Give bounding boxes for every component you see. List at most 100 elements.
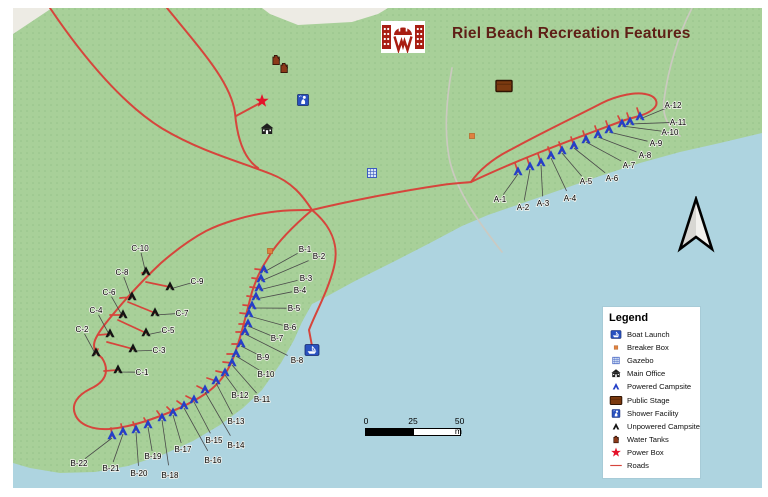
campsite-label: B-15 bbox=[206, 436, 223, 445]
scale-bar: 0 25 50 m bbox=[363, 416, 465, 436]
main-office-icon bbox=[611, 369, 621, 378]
legend-item-label: Boat Launch bbox=[627, 330, 670, 340]
campsite-label: B-7 bbox=[271, 334, 284, 343]
powered-campsite-marker bbox=[251, 291, 261, 301]
powered-campsite-marker bbox=[625, 116, 635, 126]
campsite-label: C-10 bbox=[131, 244, 149, 253]
campsite-label: B-4 bbox=[294, 286, 307, 295]
scale-bar-segment-filled bbox=[366, 429, 413, 435]
campsite-label: B-18 bbox=[162, 471, 179, 480]
campsite-label: C-9 bbox=[191, 277, 204, 286]
legend-item-breaker-box: Breaker Box bbox=[609, 341, 694, 354]
powered-campsite-marker bbox=[513, 166, 523, 176]
powered-campsite-marker bbox=[231, 348, 241, 358]
map-title: Riel Beach Recreation Features bbox=[452, 25, 691, 42]
breaker-box-icon bbox=[613, 345, 619, 350]
trail-path-north bbox=[662, 8, 693, 137]
facility-icons bbox=[255, 55, 513, 356]
scale-tick-50m: 50 m bbox=[454, 416, 465, 436]
legend-item-gazebo: Gazebo bbox=[609, 354, 694, 367]
water-tanks-icon bbox=[280, 63, 288, 73]
water-tanks-icon bbox=[272, 55, 280, 65]
campsite-label: B-9 bbox=[257, 353, 270, 362]
powered-campsite-marker bbox=[143, 419, 153, 429]
breaker-box-icon bbox=[267, 248, 273, 254]
clearing-area-corner bbox=[13, 8, 52, 34]
unpowered-campsite-marker bbox=[128, 343, 138, 353]
campsite-label: B-20 bbox=[131, 469, 148, 478]
campsite-label: B-11 bbox=[254, 395, 271, 404]
campsite-label: C-2 bbox=[76, 325, 89, 334]
scale-tick-25: 25 bbox=[408, 416, 418, 426]
campsite-label: B-10 bbox=[258, 370, 275, 379]
campsite-label: A-1 bbox=[494, 195, 507, 204]
unpowered-campsite-icon bbox=[612, 422, 620, 430]
lake-water bbox=[13, 133, 762, 488]
unpowered-campsite-marker bbox=[105, 328, 115, 338]
gazebo-icon bbox=[367, 168, 377, 178]
powered-campsite-marker bbox=[227, 357, 237, 367]
powered-campsite-marker bbox=[581, 134, 591, 144]
powered-campsite-marker bbox=[525, 161, 535, 171]
campsite-label: B-22 bbox=[71, 459, 88, 468]
scale-bar-graphic bbox=[365, 428, 461, 436]
water-tanks-icon bbox=[613, 435, 619, 443]
legend-title: Legend bbox=[609, 312, 649, 324]
legend-item-roads: Roads bbox=[609, 459, 694, 472]
powered-campsite-marker bbox=[259, 264, 269, 274]
campsite-label: A-7 bbox=[623, 161, 636, 170]
powered-campsite-marker bbox=[118, 426, 128, 436]
legend-item-boat-launch: Boat Launch bbox=[609, 328, 694, 341]
campsite-label: C-5 bbox=[162, 326, 175, 335]
legend-item-label: Breaker Box bbox=[627, 343, 669, 353]
powered-campsite-marker bbox=[168, 407, 178, 417]
legend-item-label: Water Tanks bbox=[627, 434, 669, 444]
campsite-label: C-7 bbox=[176, 309, 189, 318]
campsite-label: C-6 bbox=[103, 288, 116, 297]
powered-campsite-icon bbox=[612, 383, 620, 390]
legend-item-unpowered-campsite: Unpowered Campsite bbox=[609, 420, 700, 433]
campsite-label: B-2 bbox=[313, 252, 326, 261]
unpowered-campsite-marker bbox=[127, 291, 137, 301]
powered-campsite-marker bbox=[247, 300, 257, 310]
legend-item-water-tanks: Water Tanks bbox=[609, 433, 694, 446]
gazebo-icon bbox=[612, 357, 620, 365]
public-stage-icon bbox=[495, 79, 513, 93]
powered-campsite-marker bbox=[569, 140, 579, 150]
scale-tick-0: 0 bbox=[363, 416, 369, 426]
north-arrow-icon bbox=[677, 196, 715, 253]
campsite-label: B-17 bbox=[175, 445, 192, 454]
powered-campsite-marker bbox=[254, 282, 264, 292]
main-office-icon bbox=[260, 123, 274, 134]
powered-campsite-marker bbox=[244, 308, 254, 318]
shower-facility-icon bbox=[297, 94, 309, 106]
power-box-icon bbox=[255, 94, 269, 107]
campsite-label: B-21 bbox=[103, 464, 120, 473]
campsite-label: A-12 bbox=[665, 101, 682, 110]
breaker-box-icon bbox=[469, 133, 475, 139]
unpowered-campsite-marker bbox=[141, 266, 151, 276]
legend-item-shower-facility: Shower Facility bbox=[609, 407, 694, 420]
campsite-label: C-8 bbox=[116, 268, 129, 277]
campsite-markers bbox=[91, 111, 645, 440]
boat-launch-icon bbox=[304, 344, 320, 356]
legend-item-main-office: Main Office bbox=[609, 367, 694, 380]
unpowered-campsite-marker bbox=[118, 309, 128, 319]
campsite-label: B-16 bbox=[205, 456, 222, 465]
campsite-label: B-6 bbox=[284, 323, 297, 332]
campsite-label: B-5 bbox=[288, 304, 301, 313]
powered-campsite-marker bbox=[546, 150, 556, 160]
campsite-label: A-11 bbox=[670, 118, 687, 127]
scale-bar-segment-empty bbox=[412, 429, 460, 435]
legend-item-label: Shower Facility bbox=[627, 408, 679, 418]
campsite-label: A-6 bbox=[606, 174, 619, 183]
legend-item-label: Power Box bbox=[627, 447, 664, 457]
campsite-label: B-14 bbox=[228, 441, 245, 450]
park-logo bbox=[381, 21, 425, 53]
powered-campsite-marker bbox=[189, 394, 199, 404]
unpowered-campsite-marker bbox=[150, 307, 160, 317]
boat-launch-icon bbox=[610, 330, 622, 339]
